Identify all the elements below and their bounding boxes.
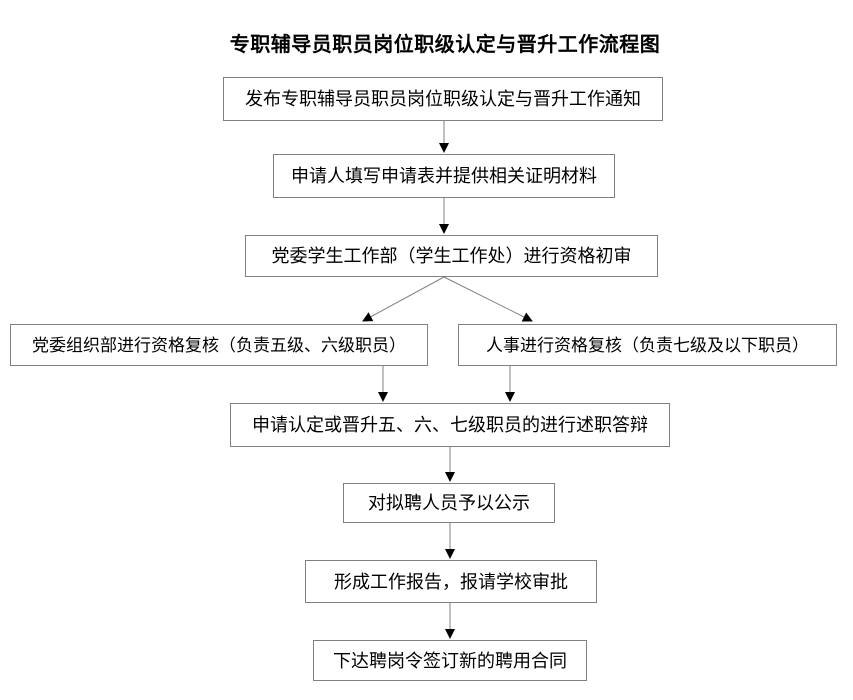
flowchart-title: 专职辅导员职员岗位职级认定与晋升工作流程图 [229, 34, 661, 56]
node-notice: 发布专职辅导员职员岗位职级认定与晋升工作通知 [223, 77, 663, 121]
node-publicity: 对拟聘人员予以公示 [343, 483, 555, 523]
node-hr-review: 人事进行资格复核（负责七级及以下职员） [458, 324, 837, 366]
connector-initial-review-org-review [362, 276, 445, 322]
node-report: 形成工作报告，报请学校审批 [305, 560, 597, 603]
node-apply: 申请人填写申请表并提供相关证明材料 [273, 154, 615, 198]
connector-initial-review-hr-review [443, 276, 533, 322]
node-contract: 下达聘岗令签订新的聘用合同 [313, 640, 587, 681]
node-initial-review: 党委学生工作部（学生工作处）进行资格初审 [245, 235, 658, 277]
node-org-review: 党委组织部进行资格复核（负责五级、六级职员） [10, 324, 428, 366]
node-defense: 申请认定或晋升五、六、七级职员的进行述职答辩 [230, 403, 670, 447]
